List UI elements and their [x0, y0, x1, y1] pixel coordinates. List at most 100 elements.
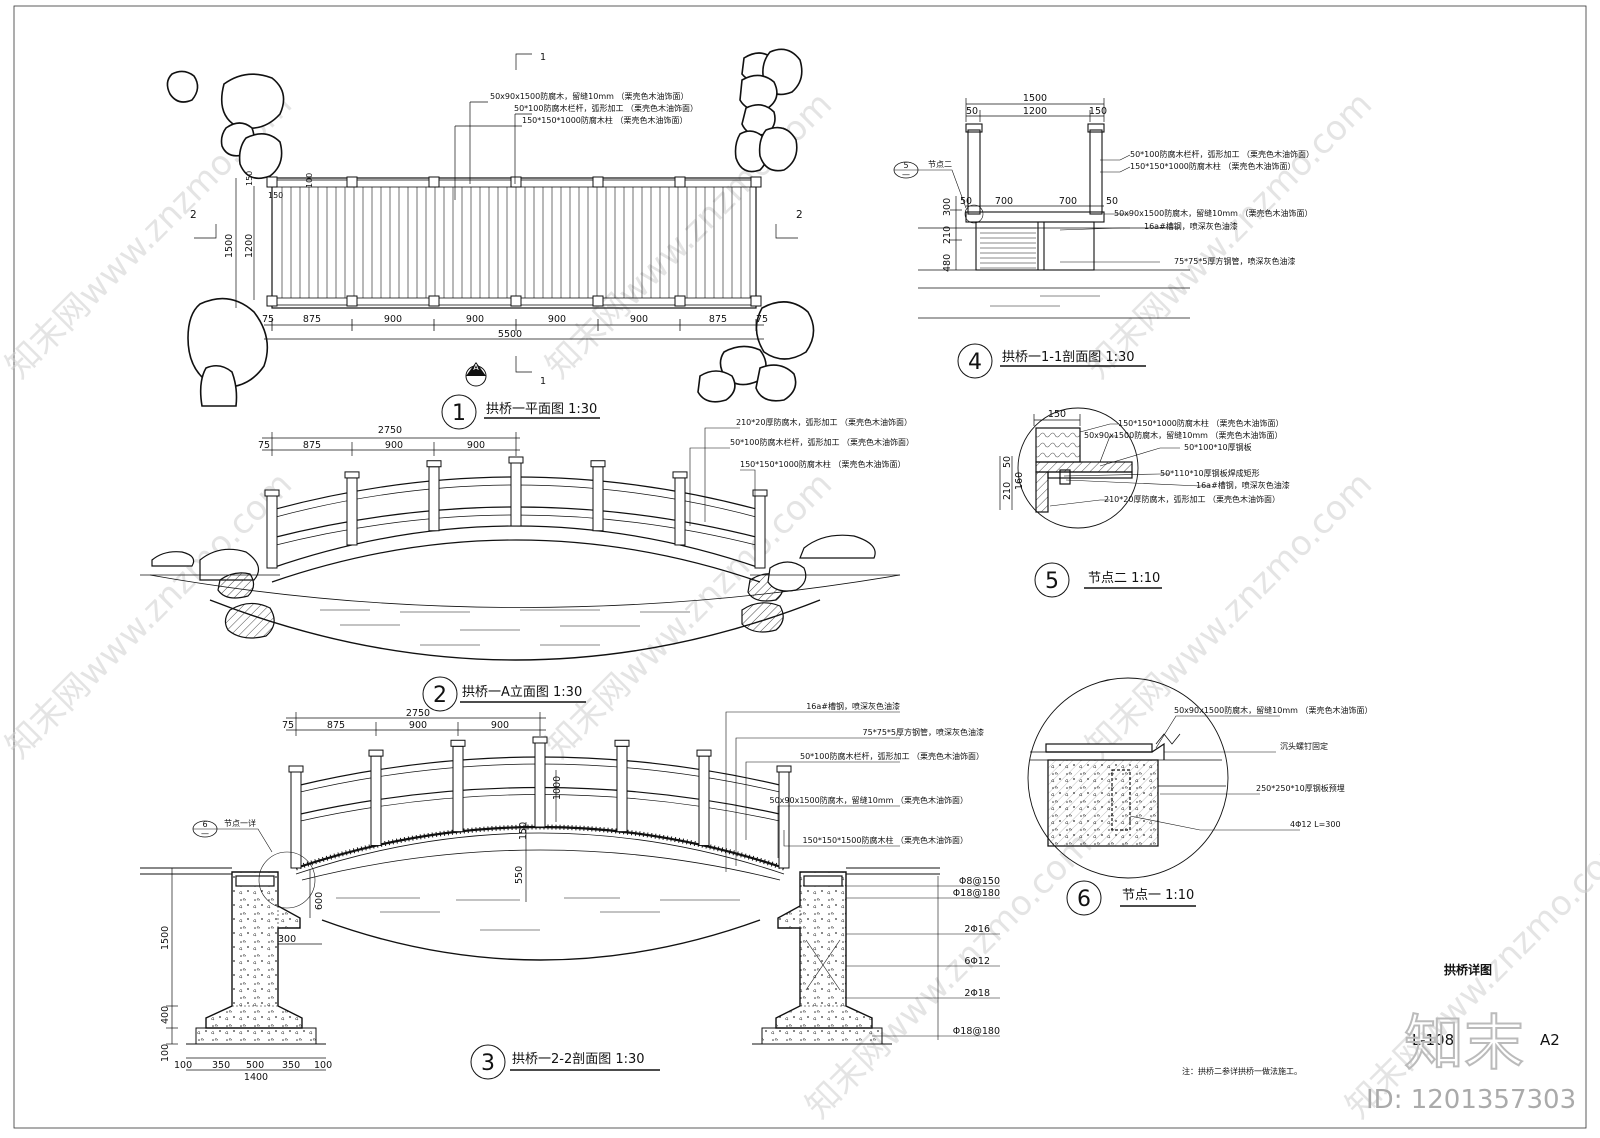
rebar-tag: 2Φ16 [964, 924, 990, 935]
plan-dim: 900 [466, 314, 484, 325]
elev-dim: 900 [467, 440, 485, 451]
elev-dim: 875 [303, 440, 321, 451]
rock [697, 370, 736, 403]
s22-dim-left: 1500 [160, 926, 171, 950]
s22-dim: 900 [491, 720, 509, 731]
s22-dim-1000: 1000 [552, 776, 563, 800]
plan-callout: 50x90x1500防腐木，留缝10mm （栗壳色木油饰面） [490, 91, 689, 101]
caption-number: 1 [452, 401, 466, 426]
node2-caption: 5 节点二 1:10 [1034, 562, 1162, 598]
s22-post [534, 742, 546, 828]
s22-post [698, 755, 710, 847]
s22-water-lines [336, 897, 740, 931]
rebar-tag: 6Φ12 [964, 956, 990, 967]
s22-dim-bottom: 350 [282, 1060, 300, 1071]
watermark: 知末网www.znzmo.com [1078, 464, 1380, 766]
post-cap [344, 471, 360, 479]
plan-callout: 50*100防腐木栏杆，弧形加工 （栗壳色木油饰面） [514, 103, 698, 113]
drawing-number: L-108 [1412, 1031, 1454, 1049]
watermark: 知末网www.znzmo.com [1078, 84, 1380, 386]
elev-post [428, 466, 440, 532]
s22-posts [288, 736, 792, 869]
s22-dim: 875 [327, 720, 345, 731]
s22-total-bottom: 1400 [244, 1072, 268, 1083]
node1-callout: 50x90x1500防腐木，留缝10mm （栗壳色木油饰面） [1174, 705, 1373, 715]
node-ref-sub: — [902, 170, 910, 179]
sheet-border [13, 5, 1587, 1129]
caption-text: 节点二 1:10 [1088, 571, 1160, 586]
node2-callout: 50*110*10厚钢板焊成矩形 [1160, 468, 1260, 478]
elev-post [592, 466, 604, 532]
plan-posts [266, 176, 762, 307]
s11-dim: 700 [995, 196, 1013, 207]
post [592, 295, 604, 307]
post-cap [672, 471, 688, 479]
s22-dim-300: 300 [278, 934, 296, 945]
s22-dim-150: 150 [518, 822, 529, 840]
post [674, 176, 686, 188]
s22-post [778, 771, 790, 869]
post [674, 295, 686, 307]
plan-dim-100: 100 [305, 173, 314, 188]
node1-caption: 6 节点一 1:10 [1066, 880, 1196, 916]
node2-callout: 50x90x1500防腐木，留缝10mm （栗壳色木油饰面） [1084, 430, 1283, 440]
section-mark: 2 [796, 209, 803, 221]
elevation-view: 2750 75 875 900 900 [140, 417, 914, 712]
s22-callout: 16a#槽钢，喷深灰色油漆 [806, 701, 900, 711]
title-block: 拱桥详图 L-108 A2 注：拱桥二参详拱桥一做法施工。 知末 ID: 120… [1182, 962, 1576, 1115]
id-label: ID: 1201357303 [1366, 1085, 1576, 1115]
elev-caption: 2 拱桥一A立面图 1:30 [422, 676, 586, 712]
s22-dim-550: 550 [514, 866, 525, 884]
s22-dim-bottom: 500 [246, 1060, 264, 1071]
plan-dim-1500: 1500 [224, 234, 235, 258]
arch-bottom [271, 539, 761, 583]
node2-callout: 150*150*1000防腐木柱 （栗壳色木油饰面） [1118, 418, 1283, 428]
water-lines [320, 609, 690, 646]
plan-dim-ticks [271, 319, 757, 331]
pond-bottom [209, 599, 821, 661]
rocks-plan [166, 48, 815, 407]
elev-post [674, 477, 686, 546]
detail-ref-num: 6 [202, 820, 207, 829]
post-cap [368, 749, 384, 757]
view-marker-a: A [465, 362, 487, 387]
s22-dim: 75 [282, 720, 294, 731]
caption-number: 5 [1045, 569, 1059, 594]
deck-boards [281, 187, 751, 298]
post [266, 176, 278, 188]
elev-dim: 900 [385, 440, 403, 451]
post-cap [696, 749, 712, 757]
plan-view: 5500 75 75 1500 1200 150 100 150 1 1 2 2… [166, 48, 815, 430]
post [510, 295, 522, 307]
post [346, 176, 358, 188]
plan-dim: 900 [630, 314, 648, 325]
node-2-detail: 150 50 210 160 150*150*1000防腐木柱 （栗壳色木油饰面… [999, 407, 1290, 598]
s22-dim-left: 400 [160, 1006, 171, 1024]
elev-callout: 50*100防腐木栏杆，弧形加工 （栗壳色木油饰面） [730, 437, 914, 447]
node-ref-num: 5 [903, 161, 908, 170]
post-cap [590, 460, 606, 468]
plan-dimensions [194, 53, 798, 373]
detail-ref-6: 6 — 节点一详 [192, 818, 273, 853]
s22-callout: 150*150*1500防腐木柱 （栗壳色木油饰面） [803, 835, 968, 845]
view-marker-label: A [473, 363, 479, 372]
s11-callout: 150*150*1000防腐木柱 （栗壳色木油饰面） [1130, 161, 1295, 171]
detail-ref-label: 节点一详 [224, 818, 256, 828]
plan-dim: 875 [303, 314, 321, 325]
s22-callout: 75*75*5厚方钢管，喷深灰色油漆 [863, 727, 984, 737]
post [592, 176, 604, 188]
drawing-title: 拱桥详图 [1444, 962, 1492, 977]
brand-logo: 知末 [1404, 1009, 1524, 1079]
drawing-note: 注：拱桥二参详拱桥一做法施工。 [1182, 1066, 1302, 1076]
post-cap [776, 765, 792, 773]
caption-text: 拱桥一平面图 1:30 [486, 402, 597, 417]
rebar-tag: 2Φ18 [964, 988, 990, 999]
s11-dim-left: 300 [942, 198, 953, 216]
s11-callout: 16a#槽钢，喷深灰色油漆 [1144, 221, 1238, 231]
s22-post [452, 745, 464, 833]
node2-callout: 16a#槽钢，喷深灰色油漆 [1196, 480, 1290, 490]
caption-text: 节点一 1:10 [1122, 888, 1194, 903]
post-cap [426, 460, 442, 468]
post [428, 295, 440, 307]
